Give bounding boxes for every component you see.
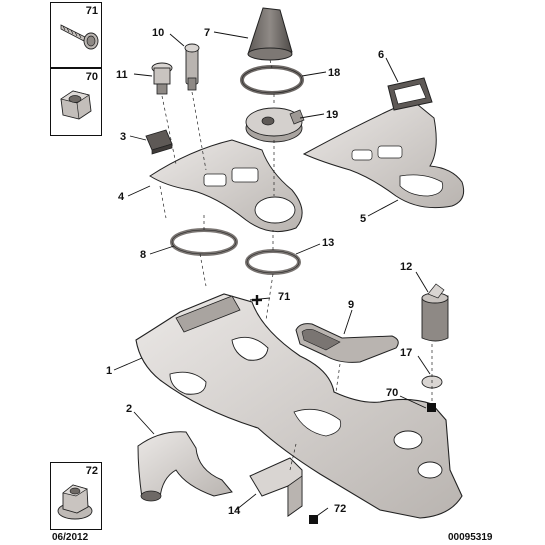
storage-tray-part[interactable]	[295, 323, 399, 363]
drawing-reference: 00095319	[448, 532, 493, 543]
screw-icon	[60, 24, 99, 50]
cup-holder-part[interactable]	[421, 283, 449, 342]
flange-nut-icon	[57, 484, 93, 520]
marker-square-72	[309, 515, 318, 524]
gear-boot-part[interactable]	[247, 7, 293, 61]
socket-part[interactable]	[184, 43, 200, 91]
trim-ring-part[interactable]	[240, 65, 304, 95]
callout-17: 17	[400, 347, 412, 359]
inset-box-nut[interactable]: 70	[50, 68, 102, 136]
air-duct-part[interactable]	[137, 431, 233, 502]
retaining-ring-part[interactable]	[245, 249, 301, 275]
inset-box-flange-nut[interactable]: 72	[50, 462, 102, 530]
gear-surround-part[interactable]	[245, 107, 305, 143]
callout-1: 1	[106, 365, 112, 377]
callout-9: 9	[348, 299, 354, 311]
inset-box-screw[interactable]: 71	[50, 2, 102, 68]
center-bezel-part[interactable]	[149, 139, 303, 233]
callout-8: 8	[140, 249, 146, 261]
callout-7: 7	[204, 27, 210, 39]
mount-ring-part[interactable]	[170, 228, 238, 256]
marker-plus	[252, 295, 262, 305]
callout-11: 11	[116, 69, 128, 81]
callout-72: 72	[334, 503, 346, 515]
drawing-date: 06/2012	[52, 532, 89, 543]
trim-frame-part[interactable]	[387, 77, 433, 111]
callout-12: 12	[400, 261, 412, 273]
cap-part[interactable]	[421, 375, 443, 389]
callout-3: 3	[120, 131, 126, 143]
bracket-part[interactable]	[249, 457, 303, 517]
callout-5: 5	[360, 213, 366, 225]
switch-part[interactable]	[145, 129, 173, 155]
callout-10: 10	[152, 27, 164, 39]
inset-number-72: 72	[85, 465, 98, 477]
callout-14: 14	[228, 505, 241, 517]
callout-71: 71	[278, 291, 290, 303]
right-bezel-part[interactable]	[302, 99, 465, 209]
callout-6: 6	[378, 49, 384, 61]
callout-18: 18	[328, 67, 340, 79]
callout-2: 2	[126, 403, 132, 415]
callout-13: 13	[322, 237, 334, 249]
inset-number-71: 71	[85, 5, 98, 17]
callout-4: 4	[118, 191, 125, 203]
plug-part[interactable]	[151, 62, 173, 95]
inset-number-70: 70	[85, 71, 98, 83]
callout-70: 70	[386, 387, 398, 399]
callout-19: 19	[326, 109, 338, 121]
nut-icon	[60, 90, 92, 120]
